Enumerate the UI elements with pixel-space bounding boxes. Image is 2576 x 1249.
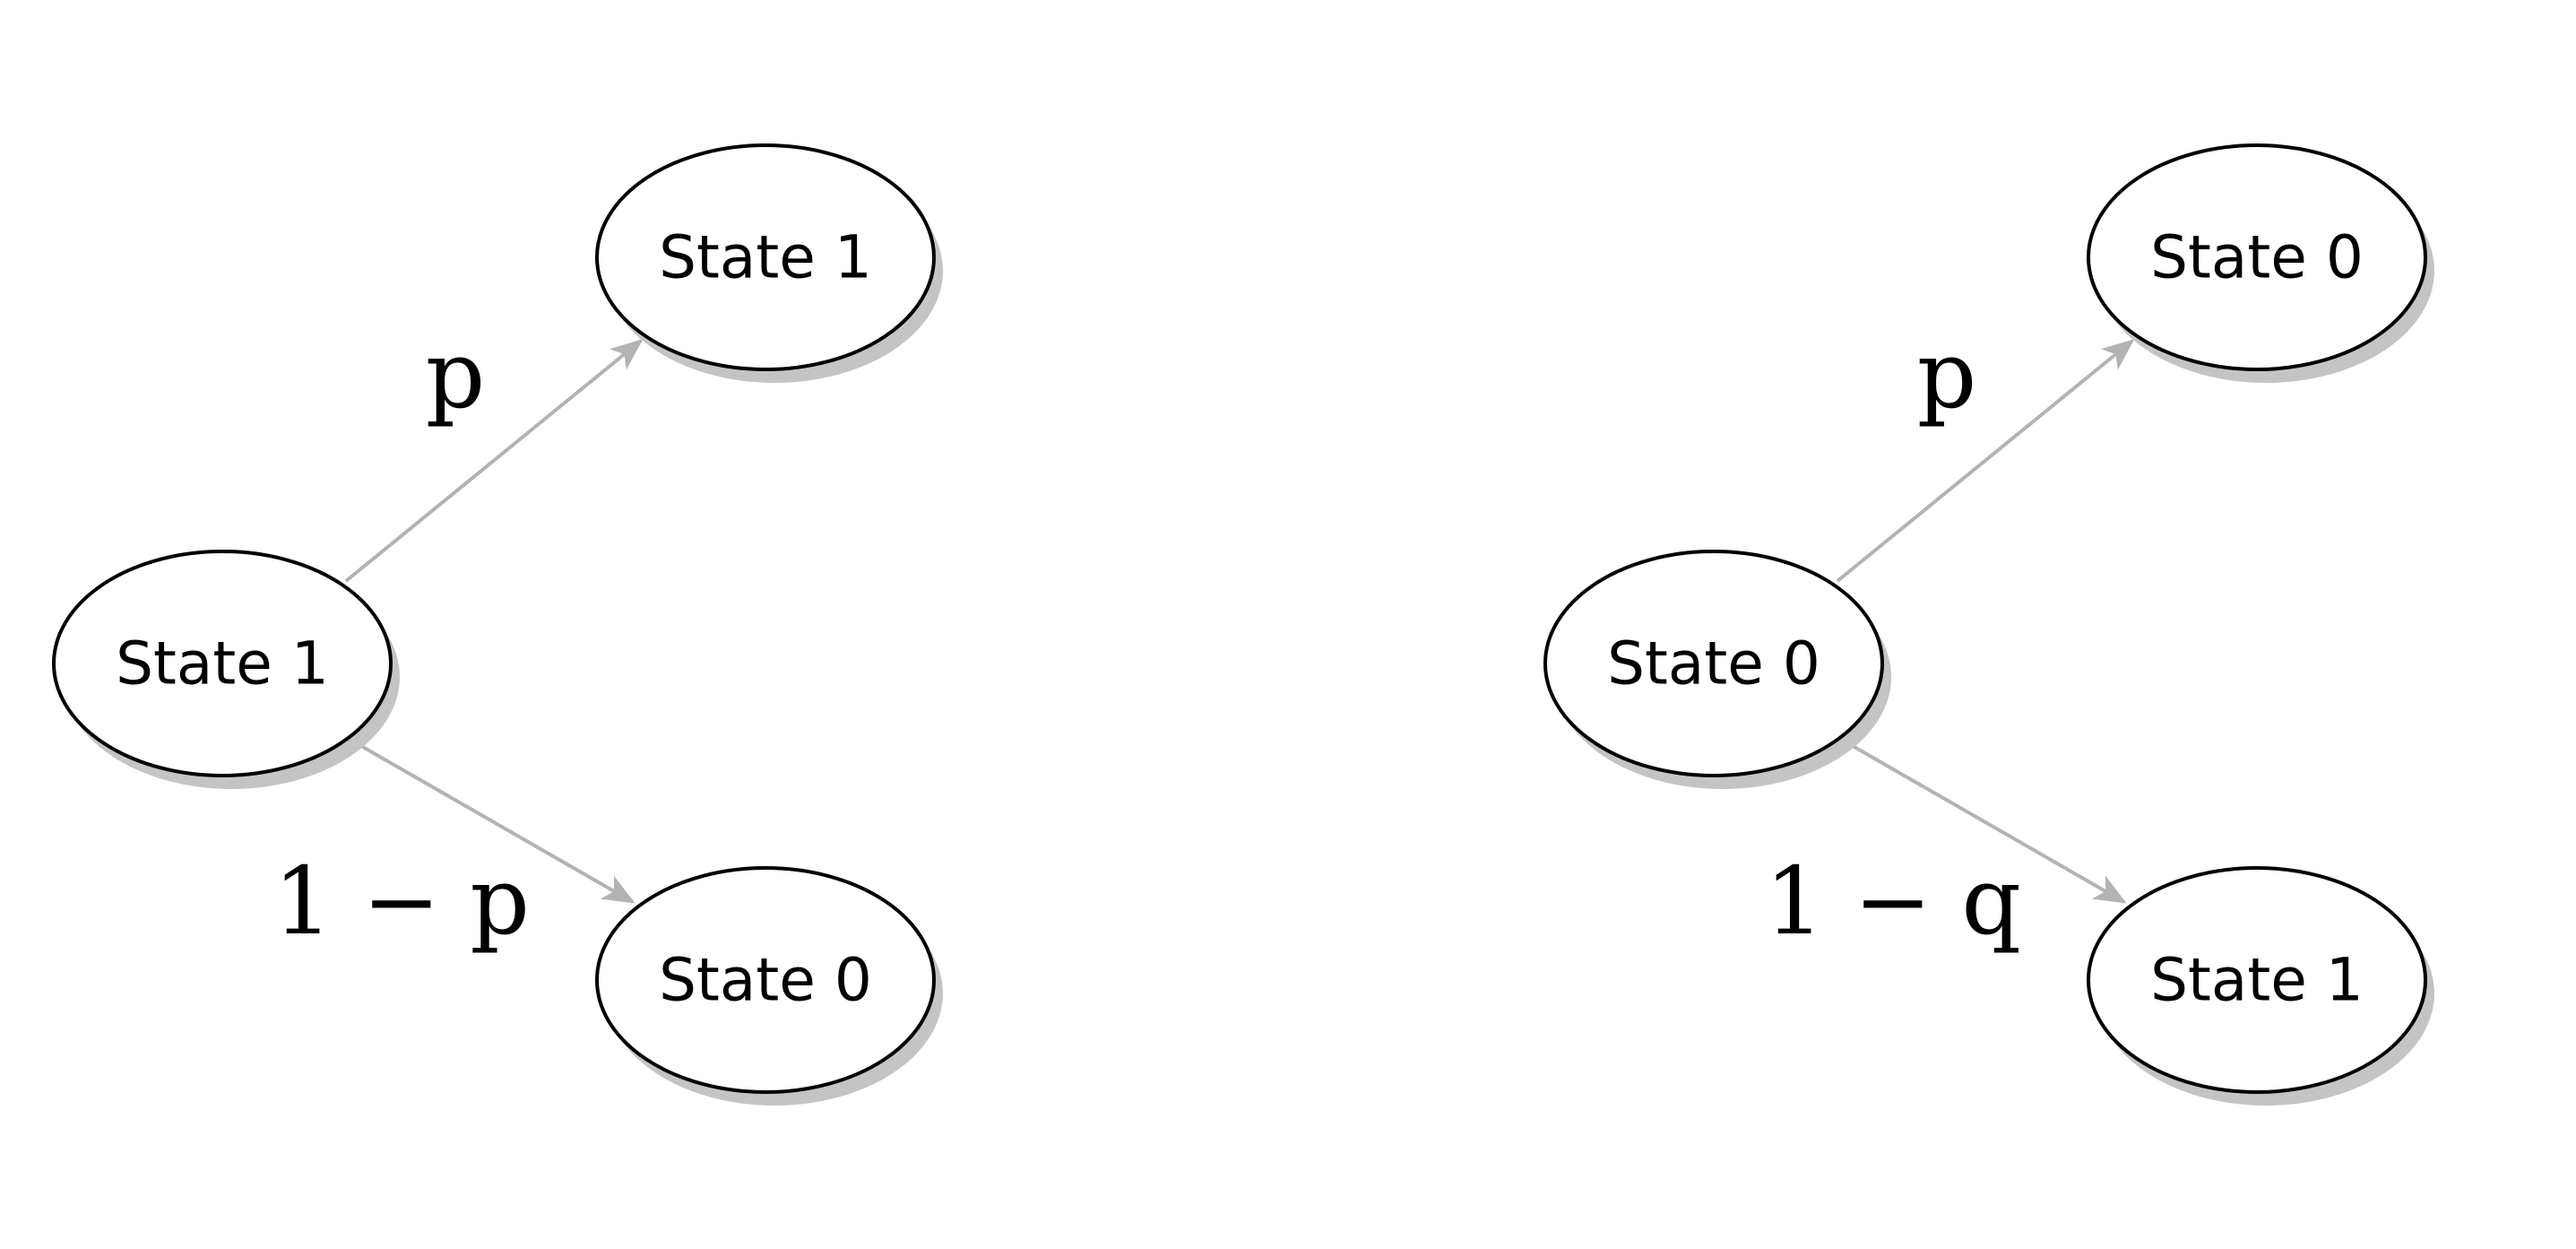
edge-right-upper [1836,339,2135,583]
edge-label-right-upper: p [1917,320,1977,429]
node-left-upper-child: State 1 [595,143,943,383]
edge-label-right-lower: 1 − q [1765,846,2021,956]
node-label: State 1 [2150,946,2364,1015]
node-label: State 0 [659,946,872,1015]
node-left-lower-child: State 0 [595,866,943,1106]
node-right-lower-child: State 1 [2087,866,2434,1106]
node-label: State 1 [116,629,329,698]
edge-label-left-upper: p [426,320,486,429]
node-right-root: State 0 [1543,550,1891,789]
tree-right: p 1 − q State 0 State 0 State 1 [1543,143,2434,1106]
node-left-root: State 1 [52,550,400,789]
edge-left-upper [344,339,644,583]
node-right-upper-child: State 0 [2087,143,2434,383]
node-label: State 0 [1607,629,1820,698]
node-label: State 0 [2150,223,2364,292]
edge-label-left-lower: 1 − p [273,846,530,956]
edge-right-lower [1846,741,2127,904]
tree-left: p 1 − p State 1 State 1 State 0 [52,143,943,1106]
edge-left-lower [354,741,635,904]
node-label: State 1 [659,223,872,292]
